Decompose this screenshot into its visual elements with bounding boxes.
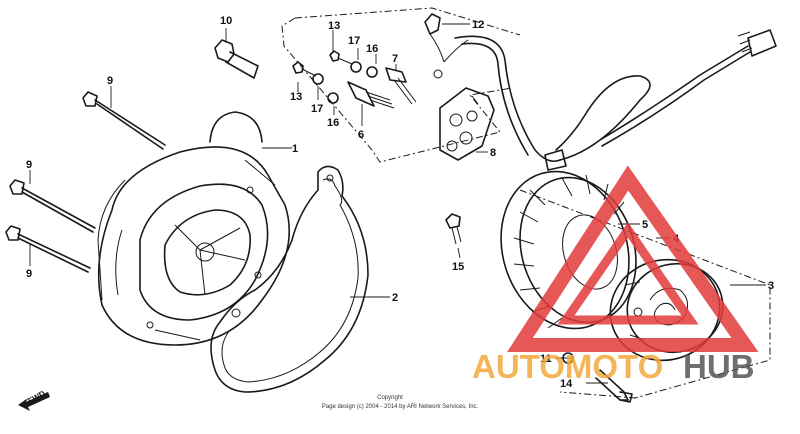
callout-8: 8 [490,147,496,159]
callout-15: 15 [452,261,464,273]
callout-10: 10 [220,15,232,27]
callout-17-top: 17 [348,35,360,47]
callout-6: 6 [358,129,364,141]
callout-3: 3 [768,280,774,292]
watermark-triangle-inner [557,222,699,325]
fwd-label: FWD [27,389,47,406]
callout-13-top: 13 [328,20,340,32]
watermark-logo: AUTOMOTO HUB [472,165,759,385]
assembly-outline-right [294,7,637,399]
callout-7: 7 [392,53,398,65]
callout-17-bottom: 17 [311,103,323,115]
left-cover [97,111,291,346]
watermark-text-primary: AUTOMOTO [472,348,663,385]
long-bolts [5,91,166,273]
callout-13-bottom: 13 [290,91,302,103]
copyright-line-1: Copyright [377,395,403,401]
cover-plug [214,39,259,79]
callout-12: 12 [472,19,484,31]
stator-bolt [445,213,462,245]
callout-14: 14 [560,378,573,390]
watermark-triangle-outer [507,165,759,352]
fwd-arrow: FWD [18,389,50,411]
callout-9-top: 9 [107,75,113,87]
callout-1: 1 [292,143,298,155]
callout-11: 11 [540,353,552,365]
leader-lines [29,23,766,384]
callout-16-top: 16 [366,43,378,55]
callout-9-bottom: 9 [26,268,32,280]
watermark-text-secondary: HUB [683,348,755,385]
small-hardware [292,50,417,109]
wire-harness [424,13,777,163]
copyright-line-2: Page design (c) 2004 - 2014 by ARI Netwo… [322,404,479,410]
assembly-outline [281,17,771,399]
callout-2: 2 [392,292,398,304]
callout-9-middle: 9 [26,159,32,171]
callout-16-bottom: 16 [327,117,339,129]
callout-5: 5 [642,219,648,231]
pulse-plate [439,87,495,161]
cover-gasket [210,165,369,393]
